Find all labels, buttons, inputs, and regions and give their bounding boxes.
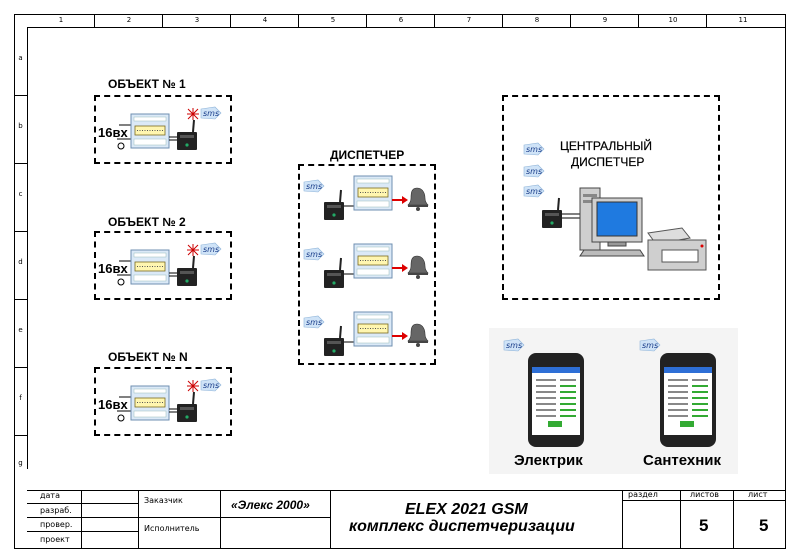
column-number: 11 xyxy=(738,16,748,24)
object-2-inputs: 16вх xyxy=(98,261,128,276)
tb-executor: Исполнитель xyxy=(144,524,200,533)
row-letter: d xyxy=(18,258,23,266)
dispatcher-devices xyxy=(303,175,429,357)
phone-plumber-label: Сантехник xyxy=(643,452,722,469)
column-number: 4 xyxy=(262,16,268,24)
tb-checked: провер. xyxy=(40,520,73,529)
dispatcher-label: ДИСПЕТЧЕР xyxy=(330,148,405,162)
object-1-box xyxy=(94,95,232,164)
tb-section-label: раздел xyxy=(628,490,658,499)
row-letter: a xyxy=(18,54,23,62)
object-1-inputs: 16вх xyxy=(98,125,128,140)
column-number: 8 xyxy=(534,16,540,24)
object-n-label: ОБЪЕКТ № N xyxy=(108,350,188,364)
object-1-devices xyxy=(117,106,222,151)
tb-title-line2: комплекс диспетчеризации xyxy=(349,518,575,535)
row-letter: e xyxy=(18,326,23,334)
object-2-box xyxy=(94,231,232,300)
tb-sheets-value: 5 xyxy=(699,516,709,535)
column-number: 10 xyxy=(668,16,678,24)
tb-title-line1: ELEX 2021 GSM xyxy=(405,501,528,518)
tb-project: проект xyxy=(40,535,70,544)
column-number: 3 xyxy=(194,16,200,24)
phones-devices xyxy=(503,338,716,447)
tb-sheet-value: 5 xyxy=(759,516,769,535)
tb-sheets-label: листов xyxy=(690,490,719,499)
phone-electrician-label: Электрик xyxy=(514,452,583,469)
row-letter: g xyxy=(18,459,23,467)
dispatcher-box xyxy=(298,164,436,365)
object-n-inputs: 16вх xyxy=(98,397,128,412)
row-letter: f xyxy=(19,394,22,402)
object-2-devices xyxy=(117,242,222,287)
object-n-devices xyxy=(117,378,222,423)
column-number: 6 xyxy=(398,16,404,24)
column-number: 7 xyxy=(466,16,472,24)
column-number: 5 xyxy=(330,16,336,24)
tb-sheet-label: лист xyxy=(748,490,768,499)
central-label-line2: ДИСПЕТЧЕР xyxy=(571,155,645,169)
drawing-frame xyxy=(14,14,786,549)
tb-date: дата xyxy=(40,491,60,500)
object-n-box xyxy=(94,367,232,436)
tb-developed: разраб. xyxy=(40,506,72,515)
row-letter: c xyxy=(18,190,23,198)
title-block xyxy=(27,490,786,550)
row-ruler: a b c d e f g xyxy=(14,27,28,469)
central-devices xyxy=(523,142,707,271)
central-dispatcher-box xyxy=(502,95,720,300)
object-1-label: ОБЪЕКТ № 1 xyxy=(108,77,186,91)
tb-customer: Заказчик xyxy=(144,496,183,505)
column-number: 1 xyxy=(58,16,64,24)
tb-company: «Элекс 2000» xyxy=(231,498,310,512)
column-ruler: 1 2 3 4 5 6 7 8 9 10 11 xyxy=(27,14,786,28)
object-2-label: ОБЪЕКТ № 2 xyxy=(108,215,186,229)
column-number: 9 xyxy=(602,16,608,24)
central-label-line1: ЦЕНТРАЛЬНЫЙ xyxy=(560,139,653,153)
row-letter: b xyxy=(18,122,23,130)
column-number: 2 xyxy=(126,16,132,24)
object-1-sms: sms xyxy=(206,108,208,109)
